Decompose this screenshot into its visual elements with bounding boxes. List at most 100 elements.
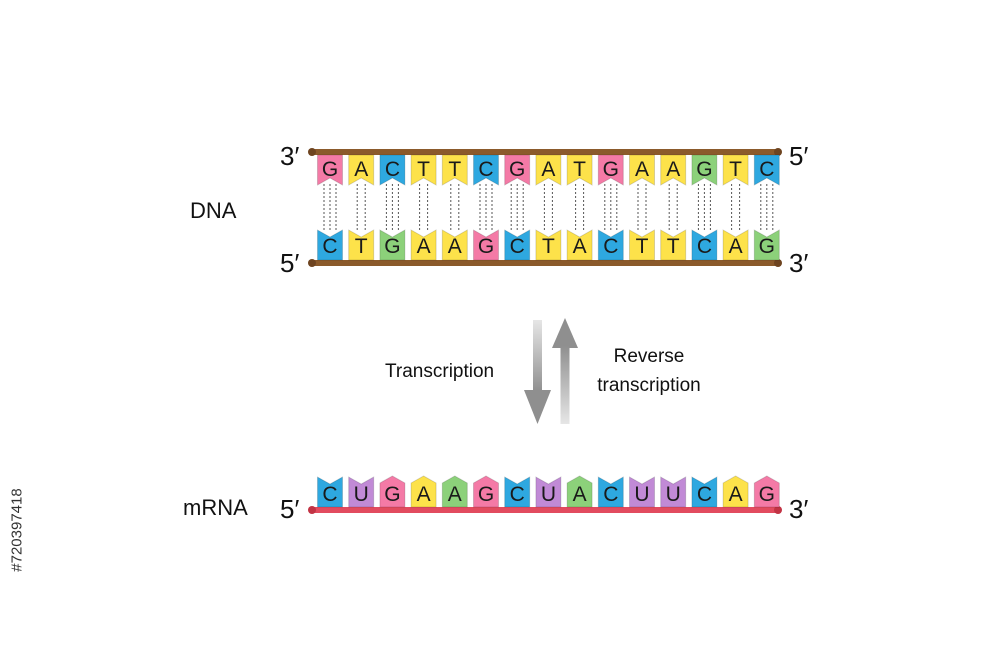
- dna-top-nucleotide-shape: [317, 154, 343, 186]
- dna-top-nucleotide-shape: [535, 154, 562, 186]
- dna-bottom-nucleotide: C: [597, 229, 624, 261]
- dna-bottom-base-letter: A: [573, 235, 587, 258]
- dna-top-nucleotide: T: [722, 154, 749, 186]
- dna-top-base-letter: T: [417, 158, 430, 181]
- mrna-nucleotide-shape: [722, 475, 749, 508]
- dna-bottom-base-letter: T: [636, 235, 649, 258]
- mrna-nucleotide-shape: [535, 476, 562, 508]
- dna-bottom-nucleotide: A: [441, 229, 468, 261]
- dna-bottom-base-letter: A: [417, 235, 431, 258]
- dna-bottom-nucleotide-shape: [629, 229, 655, 261]
- dna-bottom-nucleotide: C: [691, 229, 718, 261]
- dna-bottom-nucleotide: A: [566, 229, 593, 261]
- dna-top-base-letter: T: [573, 158, 586, 181]
- mrna-nucleotide-shape: [566, 475, 593, 508]
- mrna-nucleotide-shape: [753, 475, 780, 508]
- reverse-transcription-label-line1: Reverse: [614, 346, 685, 367]
- mrna-base-letter: U: [634, 483, 649, 506]
- dna-bottom-nucleotide-shape: [566, 229, 593, 261]
- mrna-nucleotide: U: [629, 476, 655, 508]
- dna-bottom-base-letter: C: [697, 235, 712, 258]
- dna-bottom-base-letter: G: [384, 235, 400, 258]
- dna-bottom-nucleotide: A: [410, 229, 437, 261]
- mrna-nucleotide-shape: [317, 476, 343, 508]
- dna-top-base-letter: T: [448, 158, 461, 181]
- mrna-nucleotide: A: [441, 475, 468, 508]
- bottom-strand-left-end: 5′: [280, 248, 299, 278]
- dna-top-base-letter: A: [666, 158, 680, 181]
- dna-top-nucleotide-shape: [504, 154, 531, 186]
- dna-bottom-base-letter: C: [603, 235, 618, 258]
- dna-bottom-base-letter: C: [322, 235, 337, 258]
- mrna-nucleotide-shape: [473, 475, 499, 508]
- mrna-nucleotide: G: [753, 475, 780, 508]
- mrna-nucleotide: A: [722, 475, 749, 508]
- mrna-nucleotide-shape: [691, 476, 718, 508]
- dna-bottom-nucleotide-shape: [504, 229, 531, 261]
- dna-top-nucleotide-shape: [722, 154, 749, 186]
- mrna-base-letter: A: [729, 483, 743, 506]
- dna-bottom-nucleotide: C: [504, 229, 531, 261]
- dna-top-backbone-cap-right: [774, 148, 782, 156]
- dna-top-base-letter: C: [478, 158, 493, 181]
- dna-top-nucleotide: T: [410, 154, 437, 186]
- dna-bottom-nucleotide-shape: [722, 229, 749, 261]
- dna-bottom-nucleotide: G: [753, 229, 780, 261]
- dna-bottom-base-letter: G: [759, 235, 775, 258]
- dna-bottom-nucleotide: G: [473, 229, 499, 261]
- dna-top-nucleotide: G: [504, 154, 531, 186]
- top-strand-left-end: 3′: [280, 141, 299, 171]
- dna-top-base-letter: G: [322, 158, 338, 181]
- mrna-nucleotide: C: [317, 476, 343, 508]
- dna-bottom-nucleotide: T: [660, 229, 687, 261]
- dna-bottom-nucleotide-shape: [410, 229, 437, 261]
- dna-top-nucleotide: A: [629, 154, 655, 186]
- dna-top-nucleotide: G: [597, 154, 624, 186]
- dna-bottom-nucleotide-shape: [753, 229, 780, 261]
- stock-id-text: #720397418: [8, 488, 26, 572]
- dna-label: DNA: [190, 198, 237, 223]
- dna-bottom-nucleotide-shape: [535, 229, 562, 261]
- hydrogen-bonds: [323, 184, 774, 230]
- mrna-nucleotide-shape: [597, 476, 624, 508]
- dna-top-nucleotide-shape: [629, 154, 655, 186]
- dna-bottom-nucleotide-shape: [473, 229, 499, 261]
- mrna-nucleotide: U: [535, 476, 562, 508]
- dna-top-nucleotide: G: [691, 154, 718, 186]
- dna-top-nucleotide-shape: [753, 154, 780, 186]
- dna-top-base-letter: G: [603, 158, 619, 181]
- dna-top-nucleotide: A: [348, 154, 375, 186]
- dna-top-base-letter: C: [385, 158, 400, 181]
- dna-bottom-base-letter: C: [510, 235, 525, 258]
- mrna-nucleotide: U: [348, 476, 375, 508]
- dna-top-nucleotide: A: [535, 154, 562, 186]
- mrna-base-letter: G: [759, 483, 775, 506]
- dna-top-base-letter: A: [354, 158, 368, 181]
- mrna-base-letter: A: [417, 483, 431, 506]
- mrna-nucleotide: U: [660, 476, 687, 508]
- mrna-base-letter: G: [478, 483, 494, 506]
- mrna-backbone-cap-right: [774, 506, 782, 514]
- dna-top-nucleotide: C: [379, 154, 406, 186]
- mrna-left-end: 5′: [280, 494, 299, 524]
- mrna-nucleotide-shape: [410, 475, 437, 508]
- dna-top-nucleotide-shape: [410, 154, 437, 186]
- dna-bottom-nucleotide-shape: [379, 229, 406, 261]
- transcription-arrow-icon: [524, 320, 551, 424]
- mrna-backbone-cap-left: [308, 506, 316, 514]
- stock-id: #720397418: [6, 430, 28, 630]
- dna-bottom-nucleotide-shape: [317, 229, 343, 261]
- dna-top-base-letter: T: [729, 158, 742, 181]
- mrna-nucleotide: G: [379, 475, 406, 508]
- dna-top-nucleotide: T: [441, 154, 468, 186]
- dna-bottom-nucleotide-shape: [597, 229, 624, 261]
- mrna-base-letter: G: [384, 483, 400, 506]
- dna-bottom-nucleotide: A: [722, 229, 749, 261]
- mrna-base-letter: U: [354, 483, 369, 506]
- dna-top-base-letter: A: [635, 158, 649, 181]
- dna-top-nucleotide: G: [317, 154, 343, 186]
- mrna-base-letter: C: [697, 483, 712, 506]
- mrna-nucleotide: C: [504, 476, 531, 508]
